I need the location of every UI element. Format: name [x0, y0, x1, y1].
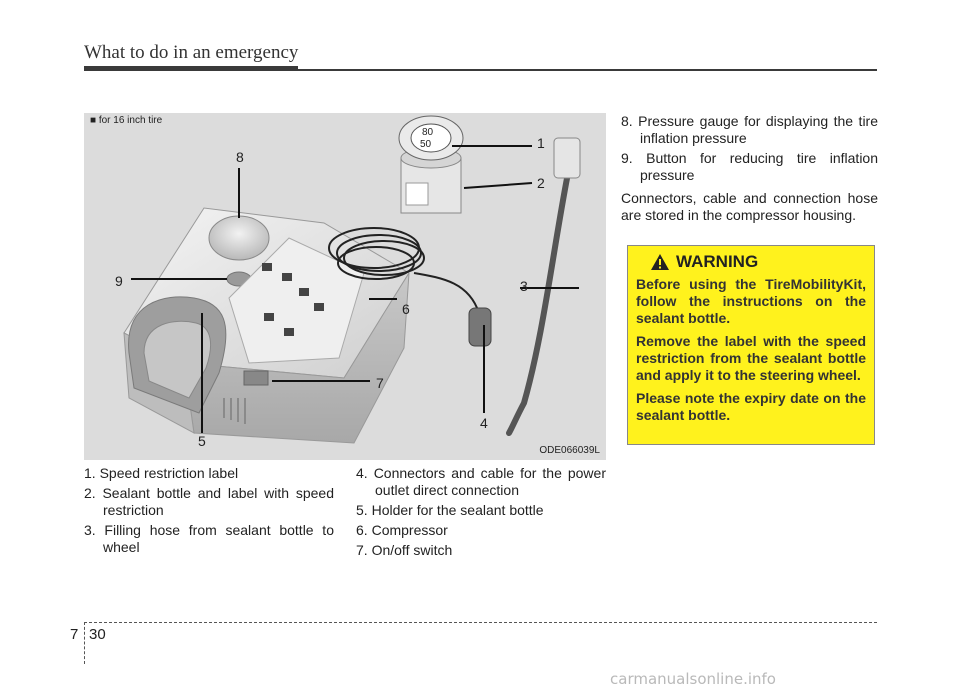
legend-item-4: 4. Connectors and cable for the power ou…	[356, 465, 606, 498]
legend-item-3: 3. Filling hose from sealant bottle to w…	[84, 522, 334, 555]
legend-item-8: 8. Pressure gauge for displaying the tir…	[621, 113, 878, 146]
warning-box: WARNING Before using the TireMobilityKit…	[627, 245, 875, 445]
callout-4: 4	[480, 415, 488, 431]
power-plug	[468, 307, 492, 347]
watermark: carmanualsonline.info	[610, 670, 776, 688]
kit-drawing: 80 50	[123, 115, 581, 444]
warning-title: WARNING	[676, 252, 759, 271]
callout-2: 2	[537, 175, 545, 191]
legend-item-7: 7. On/off switch	[356, 542, 453, 558]
figure-caption: ■ for 16 inch tire	[90, 115, 163, 126]
callout-1: 1	[537, 135, 545, 151]
footer-divider	[84, 622, 85, 664]
page-number: 30	[89, 626, 106, 643]
footer-rule	[84, 622, 877, 623]
warning-triangle-icon	[651, 254, 669, 270]
sealant-bottle: 80 50	[398, 115, 464, 214]
callout-3: 3	[520, 278, 528, 294]
legend-column-1: 1. Speed restriction label 2. Sealant bo…	[84, 465, 334, 559]
bottle-gauge-label-80: 80	[422, 127, 434, 138]
on-off-switch	[243, 370, 269, 386]
warning-paragraph-3: Please note the expiry date on the seala…	[636, 390, 866, 423]
legend-item-2: 2. Sealant bottle and label with speed r…	[84, 485, 334, 518]
header-rule-thin	[298, 69, 877, 71]
legend-item-1: 1. Speed restriction label	[84, 465, 239, 481]
figure-code: ODE066039L	[539, 445, 600, 456]
legend-item-9: 9. Button for reducing tire inflation pr…	[621, 150, 879, 183]
legend-column-3: 8. Pressure gauge for displaying the tir…	[621, 113, 878, 224]
header-rule-thick	[84, 66, 298, 71]
warning-paragraph-2: Remove the label with the speed restrict…	[636, 333, 866, 383]
callout-5: 5	[198, 433, 206, 449]
legend-item-6: 6. Compressor	[356, 522, 448, 538]
power-cable	[328, 227, 480, 314]
callout-8: 8	[236, 149, 244, 165]
tire-mobility-kit-illustration: 80 50 1 2 3 4 5 6 7 8 9 ■ for 16 inch ti…	[84, 113, 606, 460]
bottle-gauge-label-50: 50	[420, 139, 432, 150]
callout-6: 6	[402, 301, 410, 317]
pressure-gauge	[208, 215, 270, 261]
warning-header: WARNING	[650, 252, 866, 272]
compressor-front	[183, 272, 410, 444]
page-header-title: What to do in an emergency	[84, 42, 299, 63]
warning-paragraph-1: Before using the TireMobilityKit, follow…	[636, 276, 866, 326]
storage-note: Connectors, cable and connection hose ar…	[621, 190, 878, 223]
callout-9: 9	[115, 273, 123, 289]
legend-item-5: 5. Holder for the sealant bottle	[356, 502, 544, 518]
chapter-number: 7	[70, 626, 79, 643]
callout-7: 7	[376, 375, 384, 391]
legend-column-2: 4. Connectors and cable for the power ou…	[356, 465, 606, 562]
filling-hose	[506, 165, 572, 436]
